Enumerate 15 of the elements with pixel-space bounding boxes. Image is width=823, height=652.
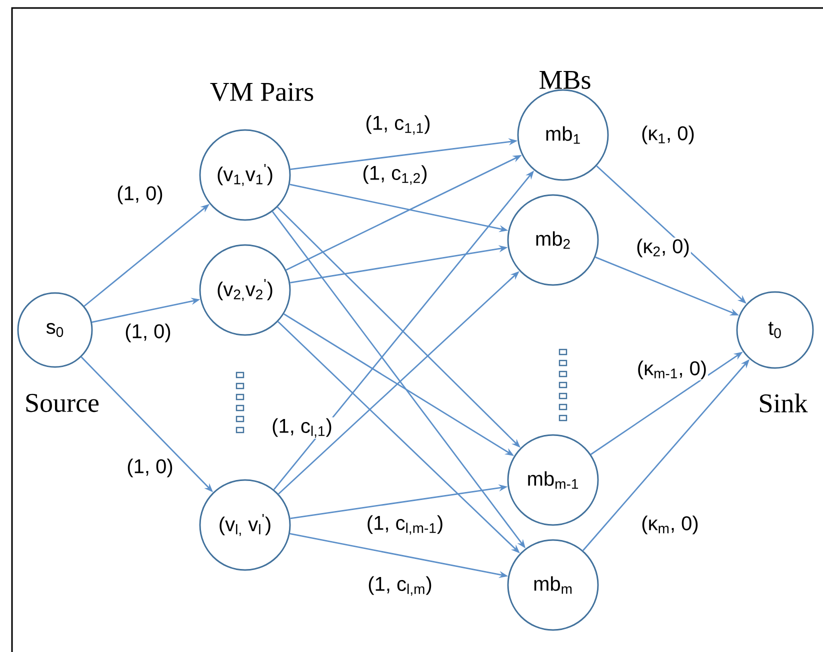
edge-label: (1, c$_{1,1}$) [364,114,432,136]
column-heading: VM Pairs [210,82,314,102]
edge-label: (1, c$_{l,m-1}$) [365,514,445,536]
node-caption: Source [26,394,99,412]
edge-label: (1, c$_{l,1}$) [270,417,334,439]
edge-label: (κ$_{1}$, 0) [640,124,696,146]
edge-label: (κ$_{2}$, 0) [635,238,691,258]
edge-label: (1, 0) [126,458,174,478]
node-caption: Sink [760,393,808,412]
edge-label: (1, c$_{1,2}$) [361,164,429,186]
edge-label: (κ$_{m}$, 0) [640,514,700,536]
edge-label: (1, c$_{l,m}$) [366,575,434,597]
edge-label: (1, 0) [124,322,172,344]
edge-label: (1, 0) [116,184,164,206]
edge-label: (κ$_{m-1}$, 0) [636,360,708,380]
